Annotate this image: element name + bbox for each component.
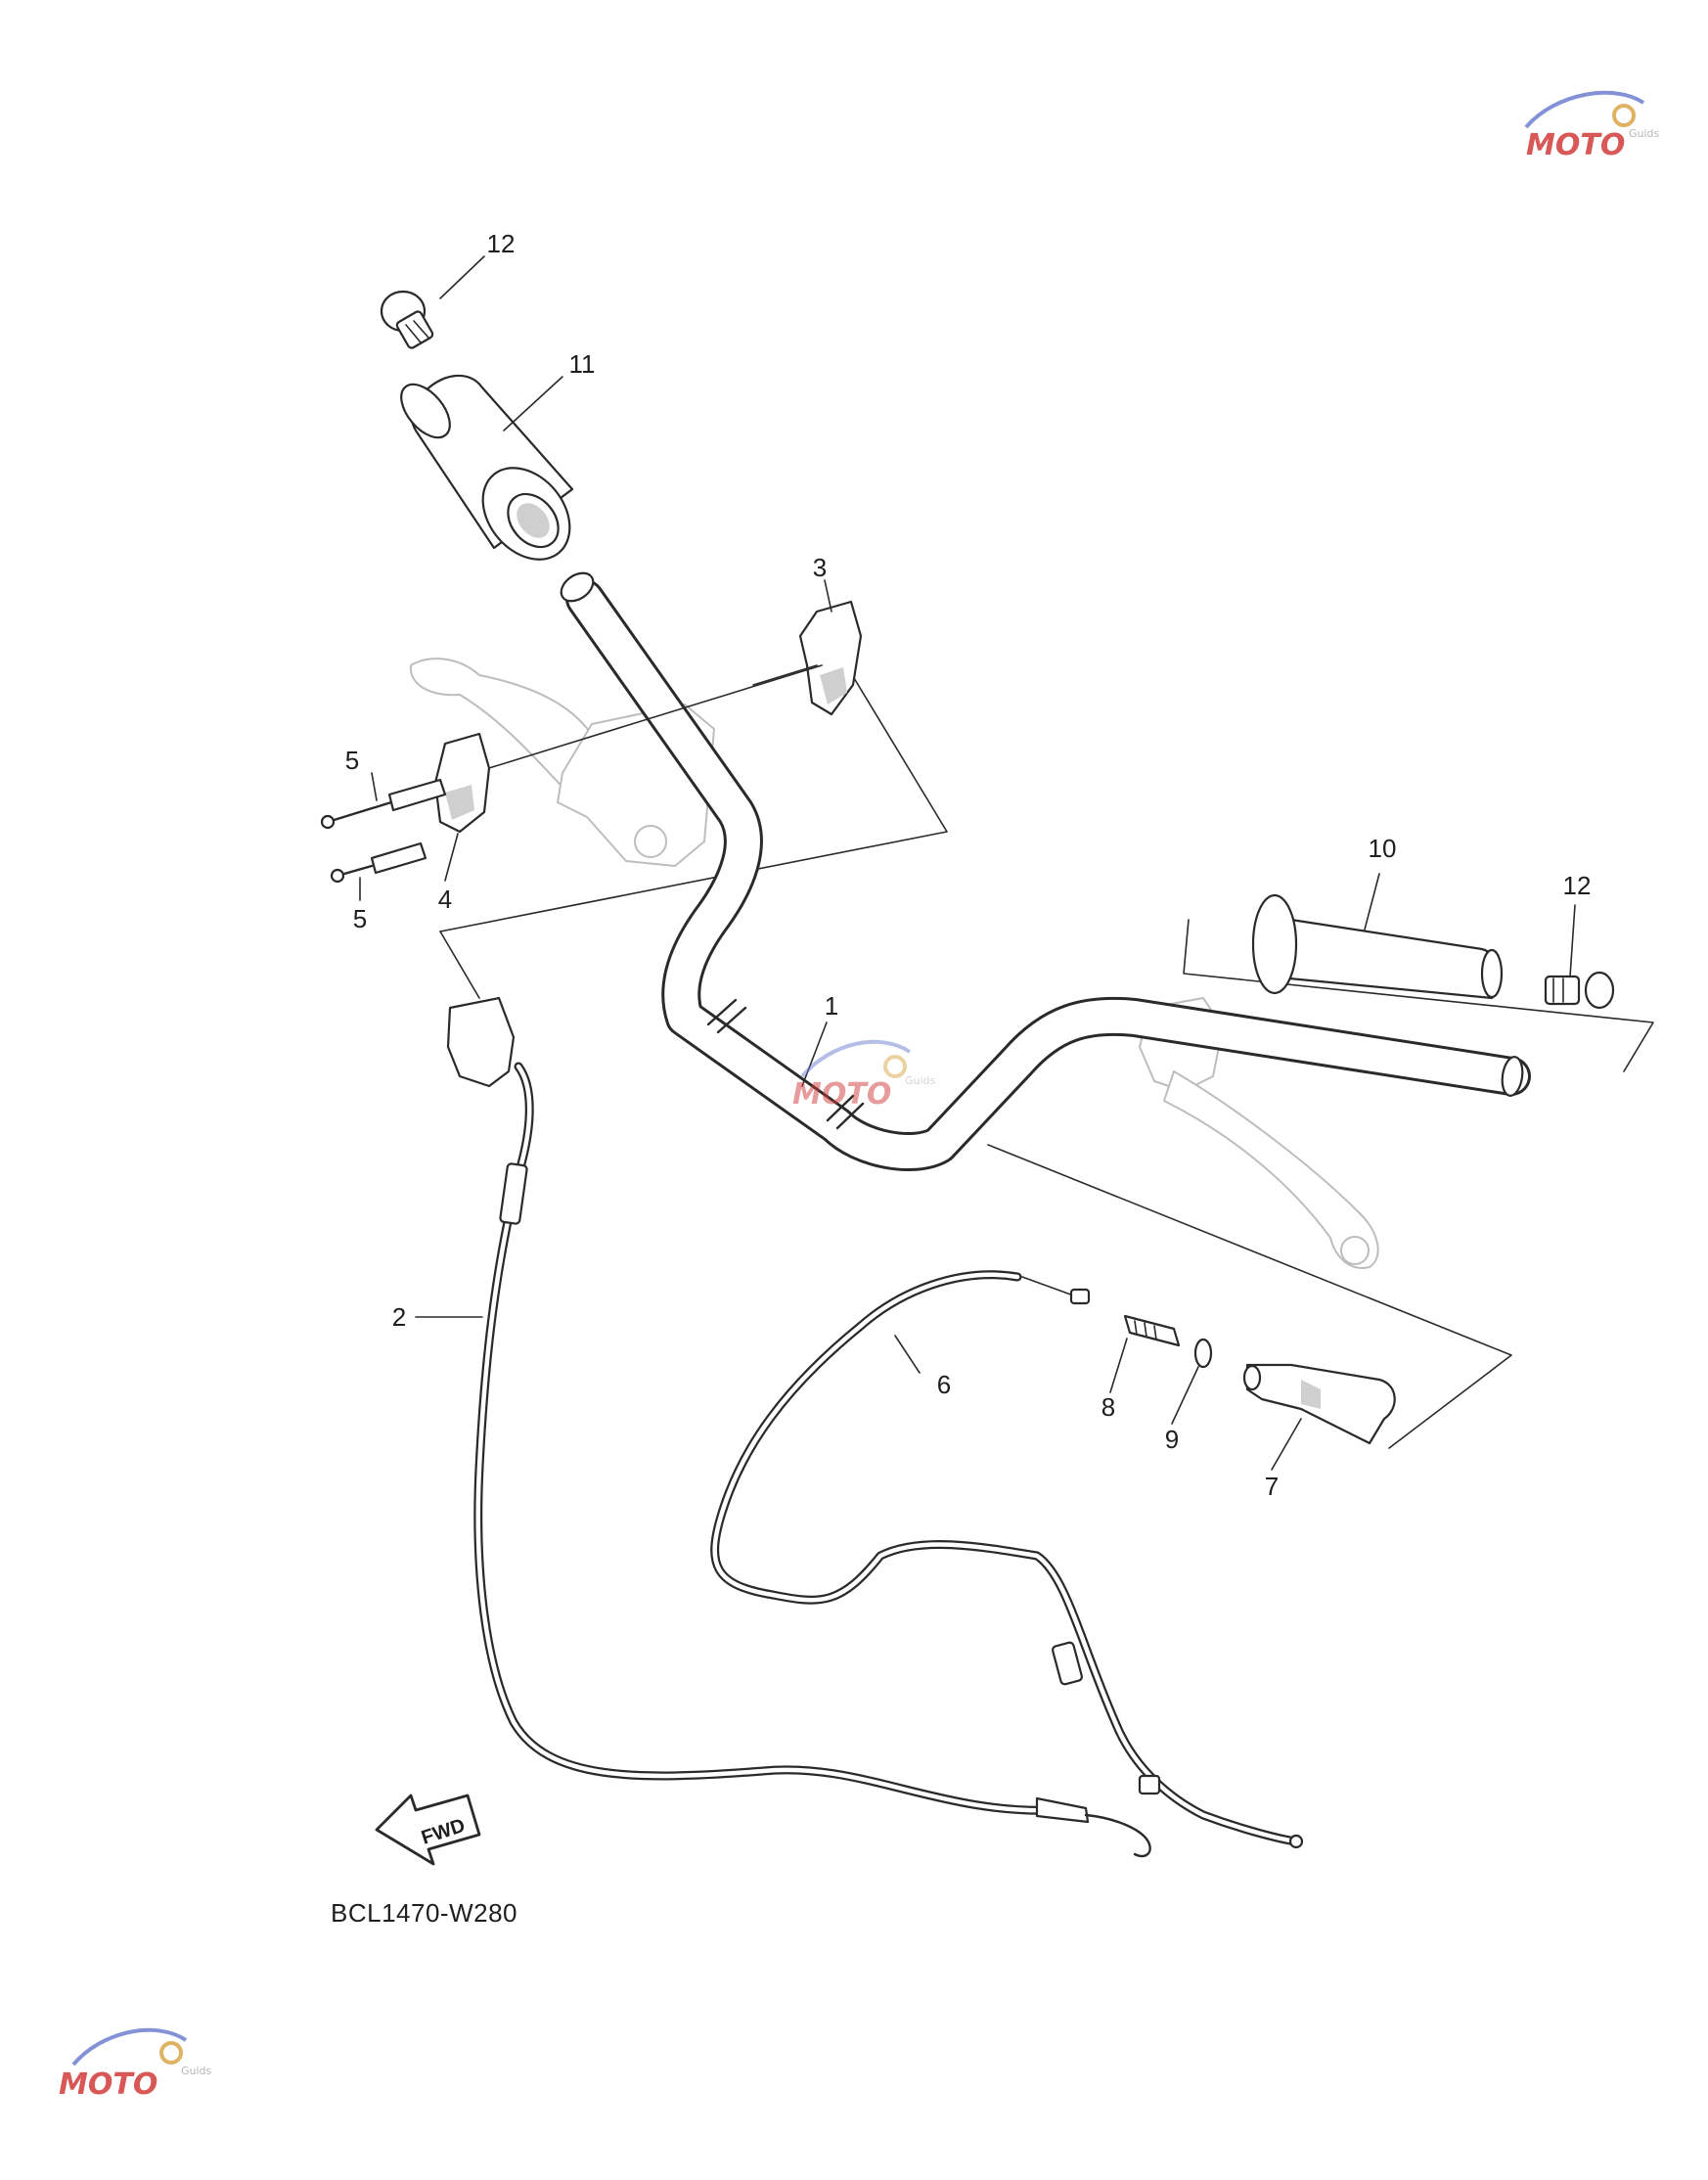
callout-5-upper: 5 (345, 746, 359, 775)
callout-7: 7 (1265, 1472, 1279, 1501)
watermark-sub-center: Guids (905, 1074, 936, 1087)
part-1-handlebar (560, 571, 1531, 1171)
part-6-throttle-cable (710, 1270, 1304, 1849)
part-4-holder (433, 664, 823, 834)
callout-3: 3 (813, 553, 827, 582)
watermark-brand-center: MOTO (792, 1077, 891, 1112)
watermark-logo-top-right: MOTO Guids (1524, 90, 1660, 162)
fwd-arrow: FWD (375, 1794, 481, 1866)
diagram-code: BCL1470-W280 (331, 1898, 517, 1928)
callout-10: 10 (1369, 834, 1397, 863)
watermark-brand-top: MOTO (1526, 128, 1625, 162)
part-2-clutch-cable (446, 996, 1151, 1858)
part-11-throttle-grip (400, 374, 574, 561)
callout-4: 4 (438, 885, 452, 914)
part-10-grip-right (1251, 893, 1504, 1000)
callout-12-right: 12 (1563, 871, 1592, 900)
callout-11: 11 (569, 349, 596, 379)
callout-9: 9 (1165, 1425, 1179, 1454)
callout-5-lower: 5 (353, 904, 367, 933)
part-8-adjuster (1123, 1314, 1181, 1347)
watermark-sub-top: Guids (1629, 127, 1660, 140)
part-9-washer (1193, 1338, 1213, 1369)
watermark-logo-center: MOTO Guids (792, 1039, 936, 1112)
part-12-grip-end-right (1544, 971, 1615, 1010)
watermark-logo-bottom-left: MOTO Guids (59, 2027, 212, 2102)
part-5-screws (320, 778, 447, 884)
callout-8: 8 (1101, 1392, 1115, 1422)
part-3-holder (752, 600, 863, 716)
watermark-sub-bottom: Guids (181, 2065, 212, 2077)
watermark-brand-bottom: MOTO (59, 2067, 157, 2102)
assembly-plane-lines (439, 672, 1654, 1449)
callout-12-left: 12 (487, 229, 516, 258)
callout-6: 6 (937, 1370, 951, 1399)
leader-lines (359, 255, 1576, 1471)
part-12-grip-end-left (380, 290, 434, 349)
part-7-throttle-housing (1242, 1363, 1396, 1445)
callout-2: 2 (392, 1302, 406, 1332)
callout-labels: 12 11 3 5 5 4 10 12 1 2 6 8 9 7 (345, 229, 1592, 1501)
callout-1: 1 (825, 991, 838, 1021)
